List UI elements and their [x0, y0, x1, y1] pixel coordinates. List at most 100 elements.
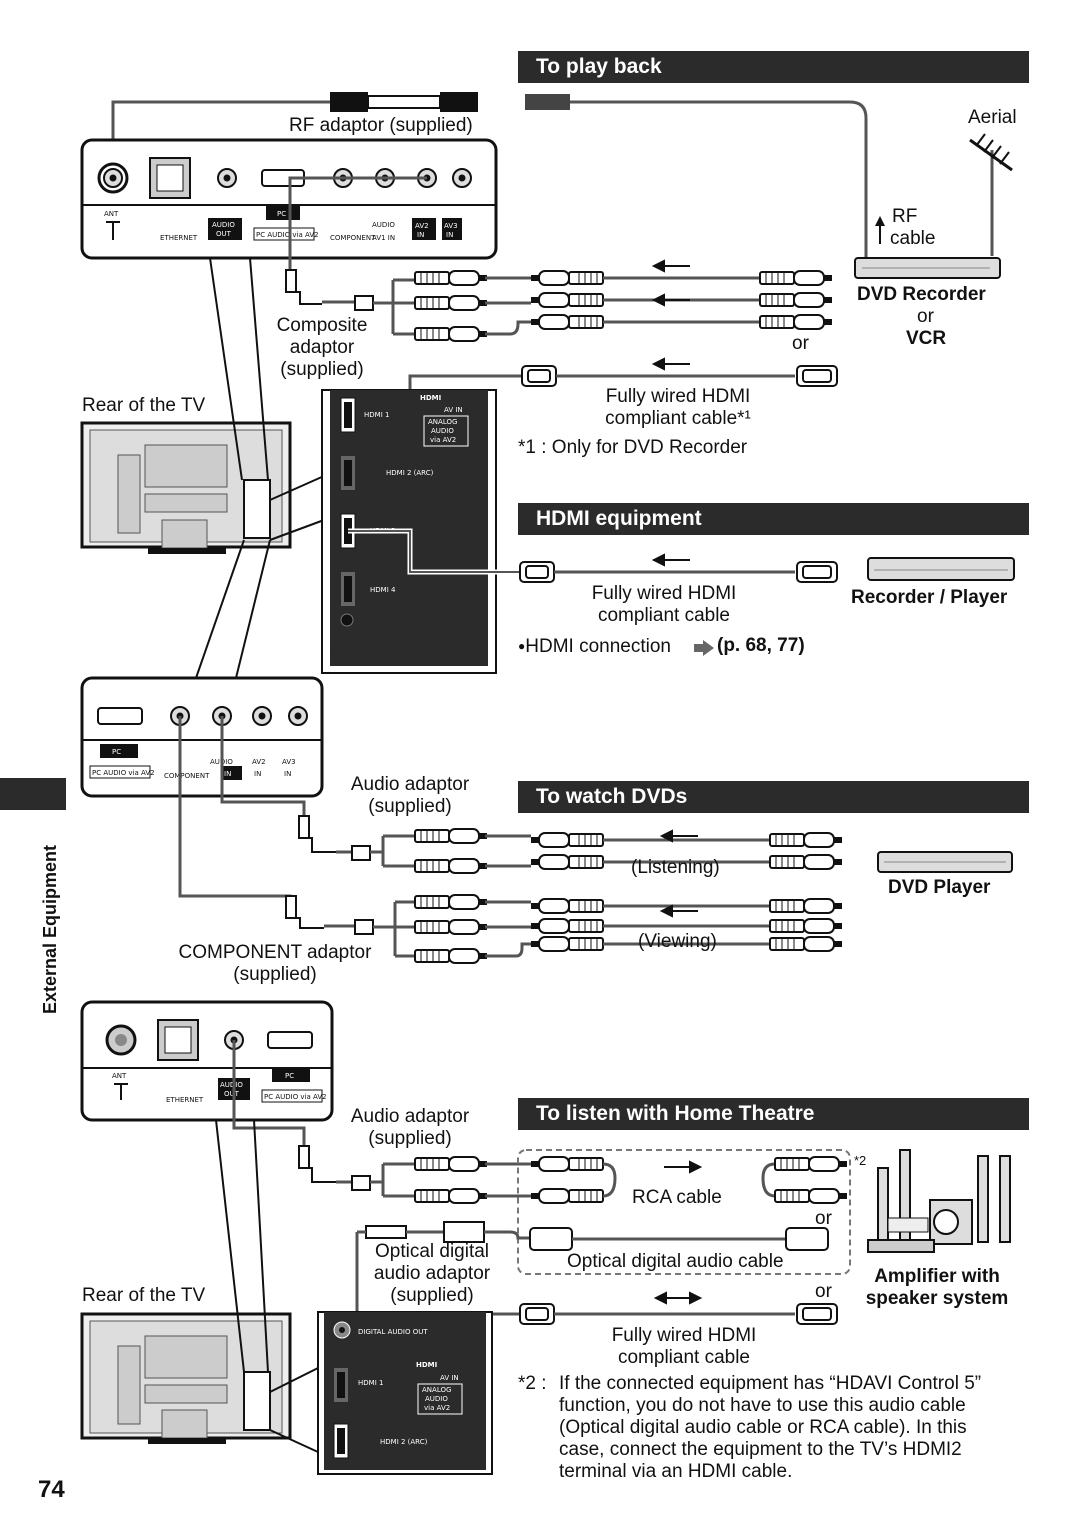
svg-text:ETHERNET: ETHERNET	[166, 1096, 204, 1104]
footnote-2-line-3: (Optical digital audio cable or RCA cabl…	[559, 1417, 967, 1438]
section-title-hdmi: HDMI equipment	[518, 503, 1029, 535]
theatre-hdmi-cable-1: Fully wired HDMI	[611, 1325, 757, 1346]
footnote-2-label: *2 :	[518, 1373, 547, 1394]
svg-text:OUT: OUT	[224, 1090, 240, 1098]
svg-text:AV2: AV2	[252, 758, 266, 766]
recorder-player-label: Recorder / Player	[851, 587, 1008, 608]
svg-text:PC AUDIO via AV2: PC AUDIO via AV2	[92, 769, 155, 777]
section-title-playback: To play back	[518, 51, 1029, 83]
composite-label-1: Composite	[276, 315, 368, 336]
optical-adaptor-3: (supplied)	[390, 1285, 474, 1306]
viewing-label: (Viewing)	[638, 931, 717, 952]
svg-text:HDMI 4: HDMI 4	[370, 586, 396, 594]
amplifier-label-1: Amplifier with	[874, 1266, 1000, 1287]
svg-text:HDMI: HDMI	[416, 1361, 437, 1369]
rear-tv-label-2: Rear of the TV	[82, 1285, 206, 1306]
vcr-label: VCR	[906, 328, 947, 349]
optical-cable-label: Optical digital audio cable	[567, 1251, 784, 1272]
svg-text:PC: PC	[285, 1072, 294, 1080]
svg-text:ANT: ANT	[112, 1072, 127, 1080]
tv-rear-icon-1	[80, 421, 292, 554]
svg-text:HDMI 1: HDMI 1	[358, 1379, 383, 1387]
svg-text:HDMI 2 (ARC): HDMI 2 (ARC)	[380, 1438, 428, 1446]
optical-adaptor-2: audio adaptor	[373, 1263, 491, 1284]
aerial-label: Aerial	[968, 107, 1017, 128]
dvd-player-icon	[877, 851, 1013, 873]
svg-text:PC: PC	[277, 210, 286, 218]
svg-text:AV1 IN: AV1 IN	[372, 234, 395, 242]
or-label-recorder: or	[917, 306, 934, 327]
dvd-audio-adaptor-1: Audio adaptor	[350, 774, 470, 795]
hdmi-connection-ref[interactable]: (p. 68, 77)	[717, 635, 805, 656]
svg-text:AUDIO: AUDIO	[220, 1081, 243, 1089]
svg-text:AV IN: AV IN	[440, 1374, 459, 1382]
hdmi-equip-cable-1: Fully wired HDMI	[591, 583, 737, 604]
amplifier-label-2: speaker system	[865, 1288, 1009, 1309]
footnote-2-line-1: If the connected equipment has “HDAVI Co…	[559, 1373, 982, 1394]
svg-text:AUDIO: AUDIO	[212, 221, 235, 229]
svg-text:AUDIO: AUDIO	[431, 427, 454, 435]
svg-text:ANALOG: ANALOG	[422, 1386, 451, 1394]
svg-text:ETHERNET: ETHERNET	[160, 234, 198, 242]
svg-text:IN: IN	[417, 231, 424, 239]
arrow-right-icon	[694, 640, 714, 656]
tv-panel-middle: PC PC AUDIO via AV2 COMPONENT AUDIO IN A…	[80, 676, 324, 798]
svg-text:IN: IN	[224, 770, 231, 778]
speaker-system-icon	[867, 1149, 1011, 1253]
svg-text:ANALOG: ANALOG	[428, 418, 457, 426]
rear-tv-label-1: Rear of the TV	[82, 395, 206, 416]
footnote-2-line-2: function, you do not have to use this au…	[559, 1395, 966, 1416]
dvd-audio-adaptor-2: (supplied)	[368, 796, 452, 817]
theatre-audio-adaptor-1: Audio adaptor	[350, 1106, 470, 1127]
svg-text:AV3: AV3	[282, 758, 296, 766]
recorder-player-icon	[867, 557, 1015, 581]
footnote-1: *1 : Only for DVD Recorder	[518, 437, 748, 458]
optical-adaptor-1: Optical digital	[374, 1241, 490, 1262]
svg-text:via AV2: via AV2	[424, 1404, 450, 1412]
svg-text:PC: PC	[112, 748, 121, 756]
theatre-audio-adaptor-2: (supplied)	[368, 1128, 452, 1149]
dvd-recorder-icon	[854, 257, 1001, 279]
section-title-theatre: To listen with Home Theatre	[518, 1098, 1029, 1130]
svg-text:IN: IN	[446, 231, 453, 239]
svg-text:HDMI 2 (ARC): HDMI 2 (ARC)	[386, 469, 434, 477]
svg-text:COMPONENT: COMPONENT	[164, 772, 210, 780]
rca-cable-label: RCA cable	[632, 1187, 722, 1208]
dvd-recorder-label: DVD Recorder	[857, 284, 986, 305]
or-label-hdmi-bottom: or	[815, 1281, 832, 1302]
footnote-2-line-5: terminal via an HDMI cable.	[559, 1461, 793, 1482]
svg-text:IN: IN	[254, 770, 261, 778]
svg-text:PC AUDIO via AV2: PC AUDIO via AV2	[256, 231, 319, 239]
svg-text:OUT: OUT	[216, 230, 232, 238]
listening-label: (Listening)	[631, 857, 720, 878]
theatre-hdmi-cable-2: compliant cable	[617, 1347, 751, 1368]
svg-text:ANT: ANT	[104, 210, 119, 218]
hdmi-cable-label-2: compliant cable*¹	[605, 408, 751, 429]
page-number: 74	[38, 1476, 65, 1503]
rf-cable-label-1: RF	[892, 206, 918, 227]
footnote-2-line-4: case, connect the equipment to the TV’s …	[559, 1439, 962, 1460]
or-label-hdmi: or	[792, 333, 809, 354]
hdmi-equip-cable-2: compliant cable	[597, 605, 731, 626]
side-tab-label: External Equipment	[40, 844, 60, 1014]
svg-text:via AV2: via AV2	[430, 436, 456, 444]
svg-text:AV2: AV2	[415, 222, 429, 230]
hdmi-connection-text: HDMI connection	[525, 636, 671, 657]
dvd-player-label: DVD Player	[888, 877, 991, 898]
side-tab	[0, 778, 66, 810]
component-adaptor-1: COMPONENT adaptor	[178, 942, 372, 963]
section-title-dvd: To watch DVDs	[518, 781, 1029, 813]
footnote-2-marker: *2	[854, 1153, 867, 1168]
svg-text:COMPONENT: COMPONENT	[330, 234, 376, 242]
tv-rear-icon-2	[80, 1312, 292, 1444]
svg-text:AUDIO: AUDIO	[425, 1395, 448, 1403]
or-label-rca: or	[815, 1208, 832, 1229]
svg-text:AV IN: AV IN	[444, 406, 463, 414]
svg-text:HDMI 1: HDMI 1	[364, 411, 389, 419]
aerial-icon	[969, 133, 1013, 256]
composite-label-3: (supplied)	[280, 359, 364, 380]
hdmi-connection-note: ●HDMI connection	[518, 636, 671, 657]
svg-text:IN: IN	[284, 770, 291, 778]
svg-text:AV3: AV3	[444, 222, 458, 230]
